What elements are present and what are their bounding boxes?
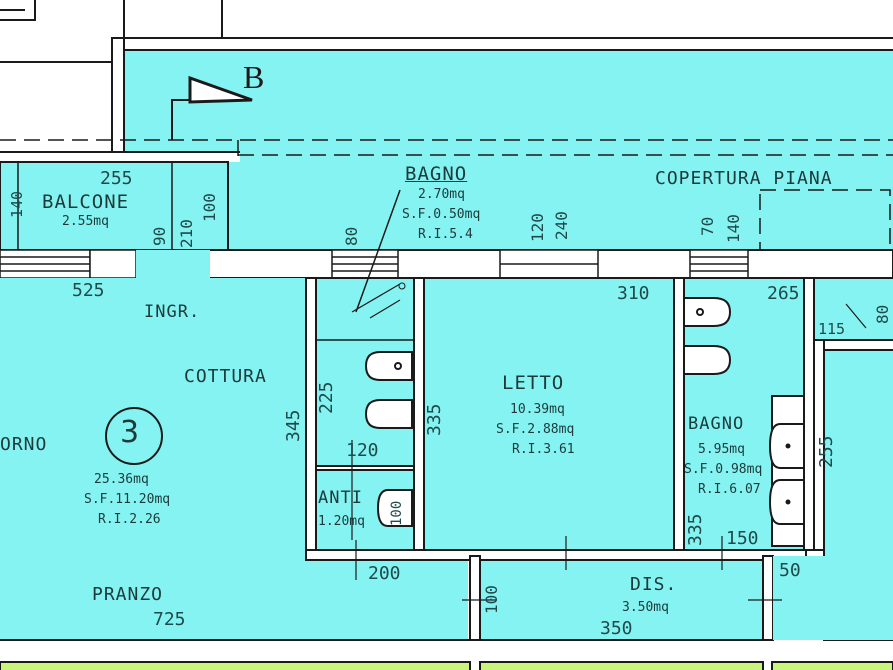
dis-label: DIS. <box>630 574 678 595</box>
dim-335-letto: 335 <box>424 403 445 436</box>
dim-225: 225 <box>316 381 337 414</box>
bagno-large-sf: S.F.0.98mq <box>684 462 763 477</box>
letto-label: LETTO <box>502 372 565 394</box>
dim-255-top: 255 <box>100 168 133 189</box>
dis-area: 3.50mq <box>622 600 669 615</box>
dim-265: 265 <box>767 283 800 304</box>
dim-100-anti: 100 <box>389 500 405 526</box>
bagno-large-area: 5.95mq <box>698 442 745 457</box>
letto-area: 10.39mq <box>510 402 565 417</box>
cottura-label: COTTURA <box>184 366 267 387</box>
dim-335-bagno: 335 <box>685 513 706 546</box>
anti-label: ANTI <box>318 488 363 508</box>
bagno-small-ri: R.I.5.4 <box>418 227 473 242</box>
soggiorno-area: 25.36mq <box>94 472 149 487</box>
dim-210: 210 <box>177 219 196 248</box>
bagno-large-ri: R.I.6.07 <box>698 482 761 497</box>
dim-525: 525 <box>72 280 105 301</box>
copertura-label: COPERTURA PIANA <box>655 168 833 189</box>
dim-100-dis: 100 <box>482 585 501 614</box>
lower-floor-strip <box>0 661 471 670</box>
soggiorno-ri: R.I.2.26 <box>98 512 161 527</box>
letto-ri: R.I.3.61 <box>512 442 575 457</box>
dim-80-right: 80 <box>873 304 892 324</box>
dim-50: 50 <box>779 560 801 581</box>
ingr-label: INGR. <box>144 302 201 322</box>
dim-200: 200 <box>368 563 401 584</box>
balcone-room <box>0 161 229 251</box>
dim-345: 345 <box>283 409 304 442</box>
dim-100-top: 100 <box>200 193 219 222</box>
section-marker: B <box>243 59 264 95</box>
dim-115: 115 <box>818 320 846 338</box>
soggiorno-label: ORNO <box>0 434 48 455</box>
dis-room <box>479 559 764 641</box>
dim-240: 240 <box>552 211 571 240</box>
dim-255-right: 255 <box>816 435 837 468</box>
anti-area: 1.20mq <box>318 514 365 529</box>
balcone-area: 2.55mq <box>62 214 109 229</box>
bagno-small-area: 2.70mq <box>418 187 465 202</box>
dim-350: 350 <box>600 618 633 639</box>
bagno-small-label: BAGNO <box>405 163 468 185</box>
dim-725: 725 <box>153 609 186 630</box>
bagno-large-label: BAGNO <box>688 414 745 434</box>
roof-area <box>123 49 893 251</box>
dim-120-top: 120 <box>528 213 547 242</box>
dim-140-left: 140 <box>8 190 26 218</box>
dim-140-right: 140 <box>724 214 743 243</box>
dim-310: 310 <box>617 283 650 304</box>
dim-80-bagno: 80 <box>342 226 361 246</box>
room-number: 3 <box>120 415 140 450</box>
dim-150: 150 <box>726 528 759 549</box>
balcone-label: BALCONE <box>42 191 130 213</box>
dim-120-anti: 120 <box>346 440 379 461</box>
pranzo-label: PRANZO <box>92 584 164 605</box>
dim-90: 90 <box>150 226 169 246</box>
soggiorno-sf: S.F.11.20mq <box>84 492 171 507</box>
letto-sf: S.F.2.88mq <box>496 422 575 437</box>
dim-70: 70 <box>698 216 717 236</box>
bagno-small-sf: S.F.0.50mq <box>402 207 481 222</box>
